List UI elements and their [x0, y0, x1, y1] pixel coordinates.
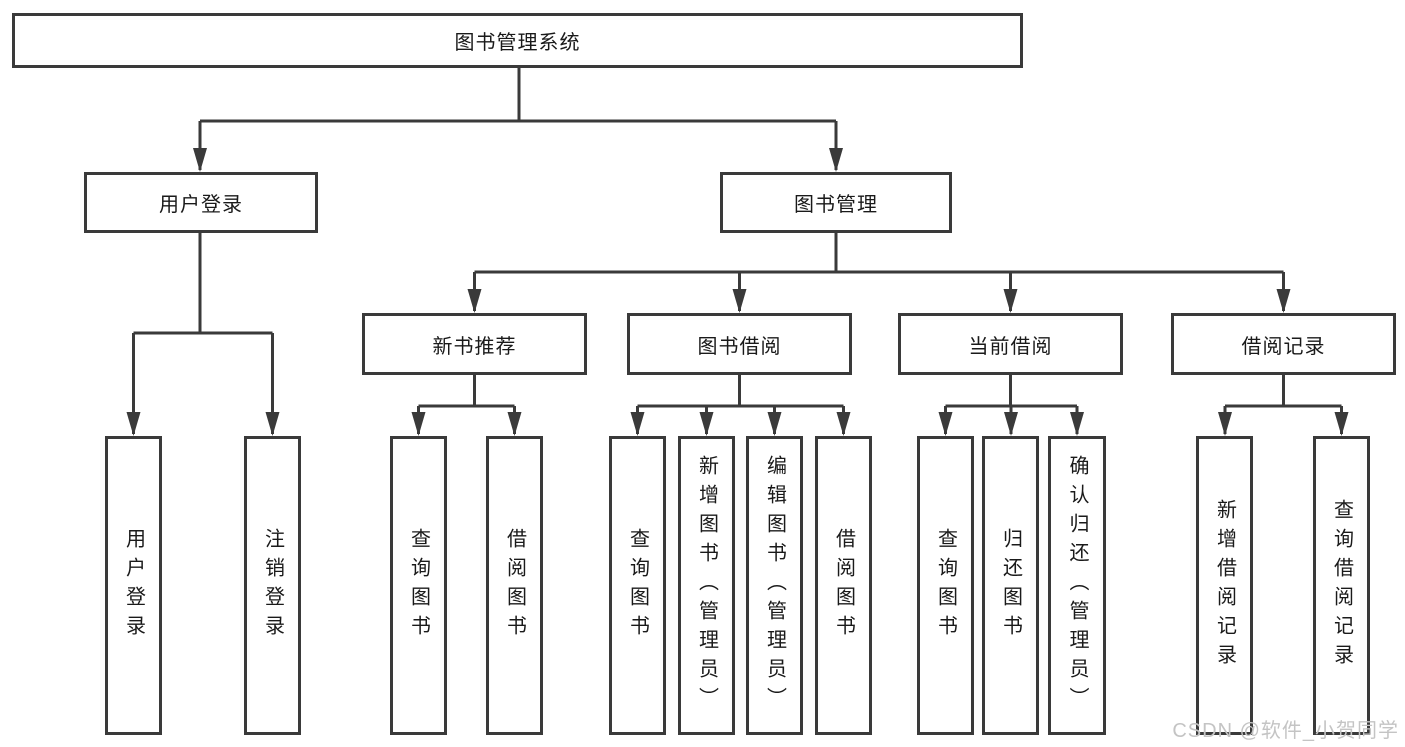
leaf-user-login: 用户登录	[105, 436, 162, 735]
leaf-query-books-recommend: 查询图书	[390, 436, 447, 735]
node-book-borrow: 图书借阅	[627, 313, 852, 375]
arrowheads	[126, 148, 1349, 436]
leaf-query-borrow-record: 查询借阅记录	[1313, 436, 1370, 735]
node-borrow-records: 借阅记录	[1171, 313, 1396, 375]
leaf-edit-books-admin: 编辑图书（管理员）	[746, 436, 803, 735]
node-book-management: 图书管理	[720, 172, 952, 233]
node-new-book-recommend: 新书推荐	[362, 313, 587, 375]
node-root-library-system: 图书管理系统	[12, 13, 1023, 68]
leaf-add-borrow-record: 新增借阅记录	[1196, 436, 1253, 735]
leaf-query-books-borrow: 查询图书	[609, 436, 666, 735]
leaf-return-books: 归还图书	[982, 436, 1039, 735]
node-user-login: 用户登录	[84, 172, 318, 233]
leaf-borrow-books: 借阅图书	[815, 436, 872, 735]
leaf-confirm-return-admin: 确认归还（管理员）	[1048, 436, 1106, 735]
leaf-add-books-admin: 新增图书（管理员）	[678, 436, 735, 735]
node-current-borrow: 当前借阅	[898, 313, 1123, 375]
leaf-borrow-books-recommend: 借阅图书	[486, 436, 543, 735]
leaf-logout: 注销登录	[244, 436, 301, 735]
leaf-query-books-current: 查询图书	[917, 436, 974, 735]
csdn-watermark: CSDN @软件_小贺同学	[1172, 720, 1399, 742]
